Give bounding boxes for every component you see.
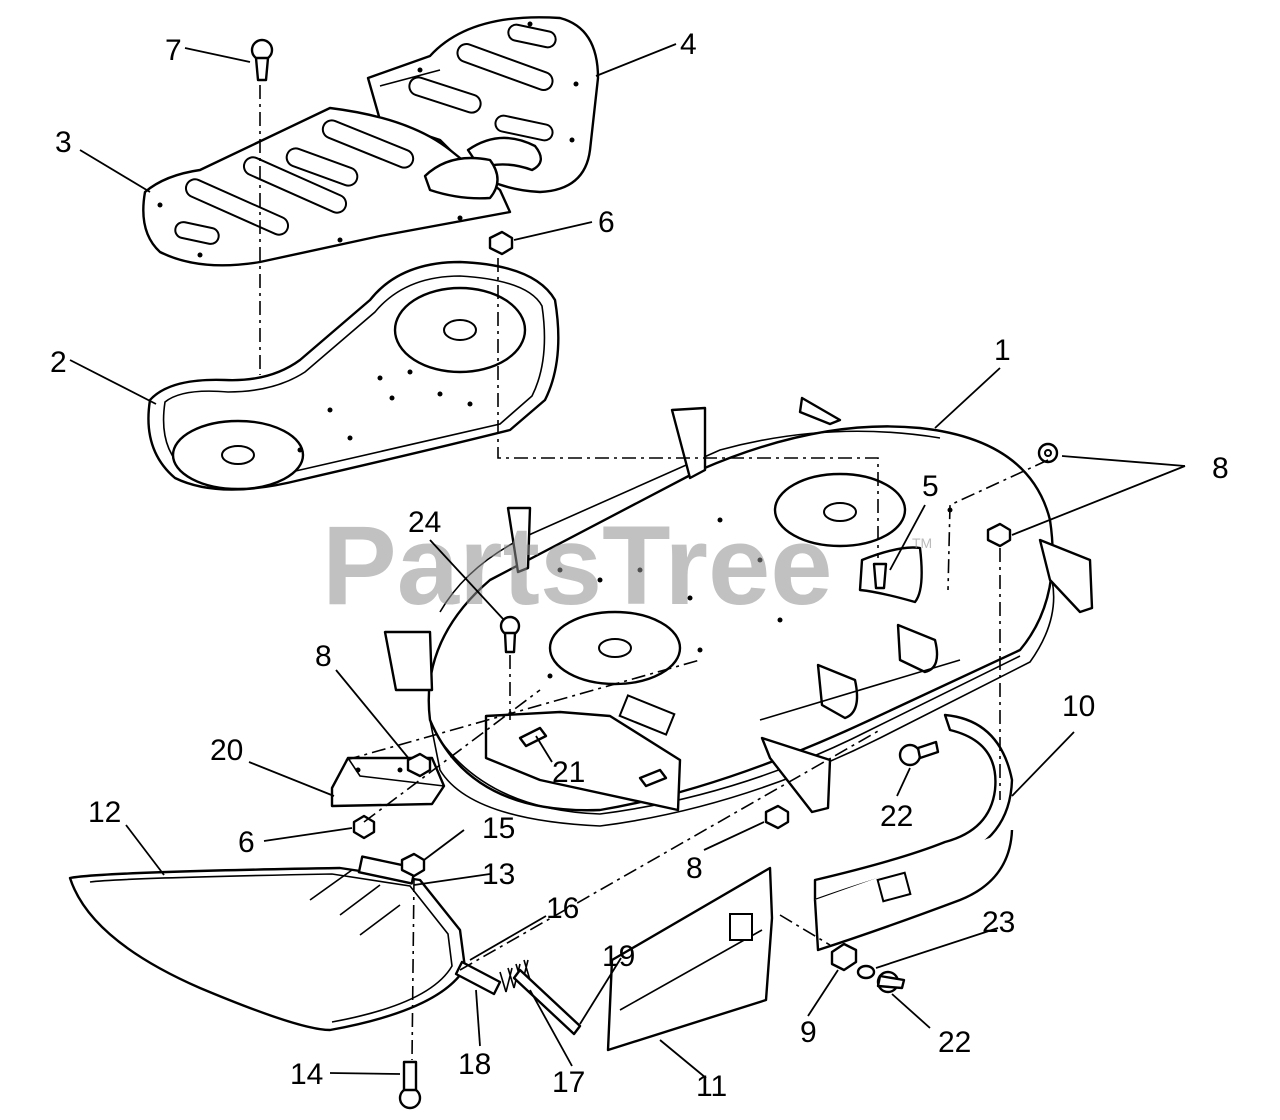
callout-18: 18 bbox=[458, 1048, 491, 1081]
callout-17: 17 bbox=[552, 1066, 585, 1099]
callout-9: 9 bbox=[800, 1016, 817, 1049]
callout-4: 4 bbox=[680, 28, 697, 61]
callout-15: 15 bbox=[482, 812, 515, 845]
callout-14: 14 bbox=[290, 1058, 323, 1091]
callout-19: 19 bbox=[602, 940, 635, 973]
callout-2: 2 bbox=[50, 346, 67, 379]
callout-1: 1 bbox=[994, 334, 1011, 367]
callout-10: 10 bbox=[1062, 690, 1095, 723]
callout-22-bottom: 22 bbox=[938, 1026, 971, 1059]
leader-lines bbox=[69, 43, 1186, 1079]
watermark-text: PartsTree bbox=[322, 503, 833, 628]
callout-8-bottom: 8 bbox=[686, 852, 703, 885]
callout-16: 16 bbox=[546, 892, 579, 925]
callout-5: 5 bbox=[922, 470, 939, 503]
callout-23: 23 bbox=[982, 906, 1015, 939]
callout-13: 13 bbox=[482, 858, 515, 891]
callouts: 7 4 3 6 2 1 8 5 24 8 10 20 21 12 22 6 15… bbox=[50, 28, 1229, 1103]
callout-20: 20 bbox=[210, 734, 243, 767]
part-2-belt-housing bbox=[147, 260, 560, 491]
part-10-curved-guard bbox=[813, 713, 1014, 952]
callout-22-right: 22 bbox=[880, 800, 913, 833]
callout-11: 11 bbox=[696, 1070, 727, 1103]
callout-6-bottom: 6 bbox=[238, 826, 255, 859]
callout-8-left: 8 bbox=[315, 640, 332, 673]
callout-8-right: 8 bbox=[1212, 452, 1229, 485]
part-11-guard-plate bbox=[606, 866, 774, 1052]
watermark-trademark: TM bbox=[912, 535, 932, 551]
hardware bbox=[250, 38, 1059, 1110]
part-3-belt-cover-left bbox=[142, 106, 512, 267]
callout-6-top: 6 bbox=[598, 206, 615, 239]
assembly-lines bbox=[259, 85, 1049, 1061]
callout-24: 24 bbox=[408, 506, 441, 539]
callout-12: 12 bbox=[88, 796, 121, 829]
callout-3: 3 bbox=[55, 126, 72, 159]
callout-21: 21 bbox=[552, 756, 585, 789]
callout-7: 7 bbox=[165, 34, 182, 67]
part-12-discharge-chute bbox=[68, 855, 467, 1032]
part-4-belt-cover-right bbox=[366, 16, 600, 194]
